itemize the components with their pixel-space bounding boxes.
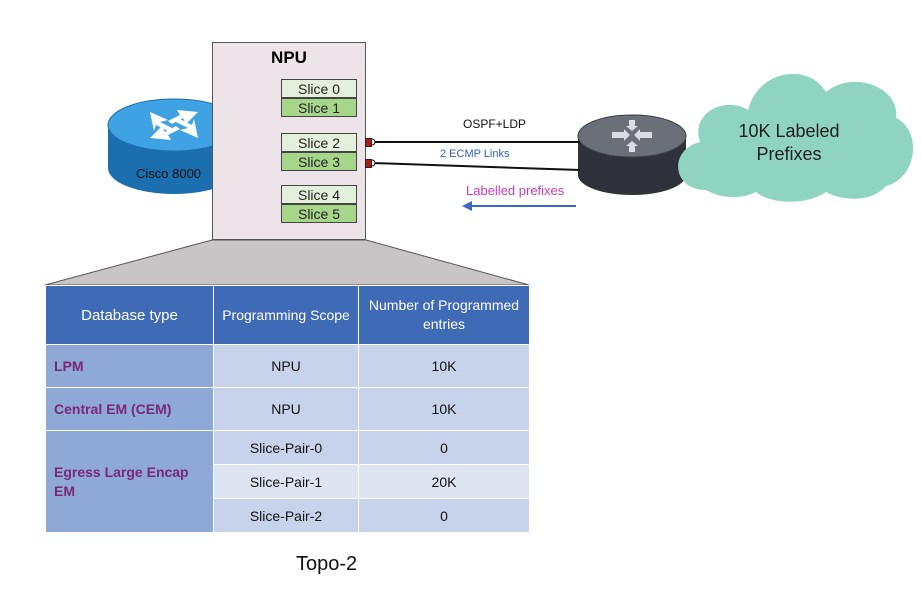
table-row: Slice-Pair-1 20K: [46, 464, 530, 499]
router-left-label: Cisco 8000: [136, 166, 202, 181]
header-programmed-entries: Number of Programmed entries: [358, 285, 530, 345]
row-entries: 10K: [358, 344, 530, 388]
row-scope: NPU: [213, 344, 359, 388]
cloud-label-line2: Prefixes: [756, 144, 822, 164]
row-entries: 20K: [358, 464, 530, 499]
zoom-funnel: [44, 239, 530, 286]
ecmp-label: 2 ECMP Links: [440, 148, 510, 160]
slice-0: Slice 0: [281, 79, 357, 98]
row-entries: 0: [358, 430, 530, 465]
slice-2: Slice 2: [281, 133, 357, 152]
cloud-label-line1: 10K Labeled: [738, 121, 840, 141]
row-scope: Slice-Pair-0: [213, 430, 359, 465]
figure-caption: Topo-2: [296, 553, 358, 575]
row-scope: Slice-Pair-2: [213, 498, 359, 533]
row-db-type: LPM: [45, 344, 214, 388]
row-scope: Slice-Pair-1: [213, 464, 359, 499]
row-db-type: Central EM (CEM): [45, 387, 214, 431]
header-programming-scope: Programming Scope: [213, 285, 359, 345]
slice-5: Slice 5: [281, 204, 357, 223]
table-row: LPM NPU 10K: [45, 344, 530, 388]
slice-3: Slice 3: [281, 152, 357, 171]
router-right-icon: [577, 114, 687, 195]
protocol-label: OSPF+LDP: [463, 117, 527, 131]
port-slice2: [365, 138, 372, 147]
row-scope: NPU: [213, 387, 359, 431]
slice-4: Slice 4: [281, 185, 357, 204]
prefixes-label: Labelled prefixes: [466, 183, 565, 198]
link-slice3: [371, 162, 581, 171]
port-slice3: [365, 159, 372, 168]
header-database-type: Database type: [45, 285, 214, 345]
slice-1: Slice 1: [281, 98, 357, 117]
row-db-type: Egress Large Encap EM: [45, 430, 214, 533]
cloud-shape: [678, 73, 914, 202]
database-table: Database type Programming Scope Number o…: [45, 285, 530, 533]
row-entries: 0: [358, 498, 530, 533]
npu-title: NPU: [271, 48, 307, 67]
table-row: Egress Large Encap EM Slice-Pair-0 0: [45, 430, 530, 533]
table-row: Central EM (CEM) NPU 10K: [45, 387, 530, 431]
cloud-label: 10K Labeled Prefixes: [716, 120, 862, 166]
table-header-row: Database type Programming Scope Number o…: [45, 285, 530, 345]
router-left-icon: [107, 98, 241, 194]
table-row: Slice-Pair-2 0: [46, 498, 530, 533]
row-entries: 10K: [358, 387, 530, 431]
